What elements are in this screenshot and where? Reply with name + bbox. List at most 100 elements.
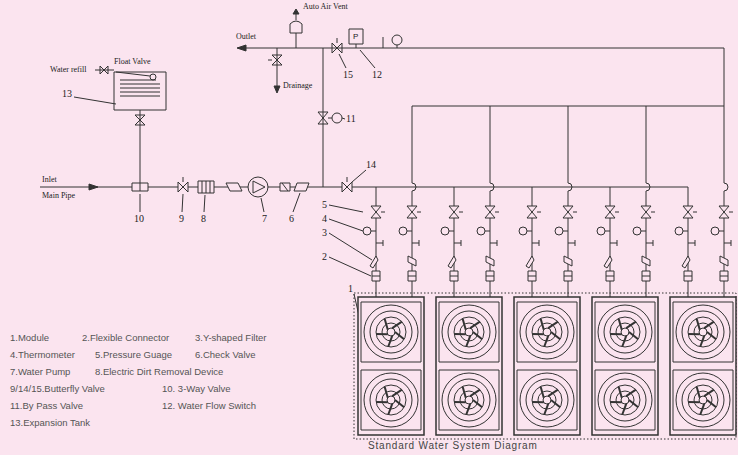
legend-item: 9/14/15.Butterfly Valve: [10, 384, 105, 394]
callout-number: 9: [179, 214, 184, 224]
connector-mark: [606, 276, 614, 277]
gauge-stub: [605, 231, 610, 232]
fan-blade: [376, 333, 388, 335]
fan-grille: [682, 311, 724, 353]
module-housing: [358, 297, 424, 435]
butterfly-valve: [178, 182, 188, 192]
fan-grille: [370, 379, 412, 421]
connector-mark: [528, 276, 536, 277]
flexible-connector: [720, 271, 728, 281]
gauge-stub: [719, 231, 724, 232]
valve-handle: [347, 177, 348, 182]
legend-item: 7.Water Pump: [10, 367, 70, 377]
fan-blade: [700, 404, 704, 415]
three-way-valve: [132, 183, 148, 191]
callout-number: 12: [372, 70, 382, 80]
leader-line: [342, 118, 345, 119]
fan-grille: [520, 305, 574, 359]
fan-blade: [454, 333, 466, 335]
pressure-gauge: [597, 227, 605, 235]
fan-grille: [448, 379, 490, 421]
connector-mark: [642, 276, 650, 277]
valve-handle: [495, 212, 499, 213]
vent-arrowhead: [293, 9, 299, 14]
fan-frame: [361, 302, 421, 362]
leader-line: [261, 198, 264, 212]
tank-valve: [135, 115, 145, 125]
legend-item: 11.By Pass Valve: [10, 401, 83, 411]
fan-blade: [463, 318, 466, 329]
thermometer: [383, 240, 384, 246]
fan-blade: [463, 386, 466, 397]
fan-blade: [395, 332, 404, 339]
callout-number: 7: [262, 214, 267, 224]
thermometer: [532, 243, 539, 244]
fan-frame: [673, 302, 733, 362]
fan-blade: [626, 390, 636, 396]
module-housing: [436, 297, 502, 435]
gauge-stub: [485, 231, 490, 232]
switch-stub: [356, 44, 357, 48]
legend-item: 6.Check Valve: [195, 350, 256, 360]
device-bar: [210, 181, 211, 193]
fan-blade: [548, 390, 558, 396]
fan-blade: [622, 336, 626, 347]
pressure-gauge: [399, 227, 407, 235]
flexible-connector: [372, 271, 380, 281]
butterfly-valve: [407, 206, 417, 218]
check-valve: [642, 256, 650, 266]
legend-item: 10. 3-Way Valve: [162, 384, 231, 394]
callout-number: 10: [134, 214, 144, 224]
butterfly-valve: [485, 206, 495, 218]
tank-level: [120, 88, 160, 89]
inlet-arrow: [89, 184, 98, 190]
leader-line: [293, 193, 300, 212]
valve-handle: [651, 212, 655, 213]
outlet-arrow: [237, 45, 246, 51]
legend-item: 8.Electric Dirt Removal Device: [95, 367, 223, 377]
fan-frame: [361, 370, 421, 430]
outlet-riser: [724, 48, 725, 106]
fan-grille: [526, 311, 568, 353]
thermometer: [688, 243, 695, 244]
callout-number: 4: [322, 214, 327, 224]
fan-blade: [470, 390, 480, 396]
dirt-removal-device: [198, 181, 214, 193]
float-ball: [150, 74, 156, 80]
flexible-connector: [642, 271, 650, 281]
fan-blade: [619, 386, 622, 397]
drain-arrow: [274, 86, 280, 93]
callout-number: 6: [289, 214, 294, 224]
flexible-connector: [528, 271, 536, 281]
fan-frame: [439, 370, 499, 430]
gauge-stub: [527, 231, 532, 232]
fan-blade: [622, 404, 626, 415]
fan-blade: [392, 390, 402, 396]
connector-mark: [564, 276, 572, 277]
fan-blade: [551, 400, 560, 407]
fan-grille: [364, 373, 418, 427]
fan-grille: [442, 373, 496, 427]
y-filter: [604, 256, 612, 268]
check-valve: [720, 256, 728, 266]
fan-blade: [629, 332, 638, 339]
thermometer: [731, 240, 732, 246]
fan-blade: [544, 336, 548, 347]
fan-blade: [551, 332, 560, 339]
fan-blade: [548, 322, 558, 328]
valve-handle: [615, 212, 619, 213]
valve-handle: [729, 212, 733, 213]
flexible-connector: [450, 271, 458, 281]
outlet-pipe: [238, 48, 724, 49]
fan-grille: [448, 311, 490, 353]
valve-handle: [381, 212, 385, 213]
fan-frame: [595, 302, 655, 362]
fan-blade: [629, 400, 638, 407]
fan-grille: [376, 385, 406, 415]
leader-line: [352, 170, 366, 182]
leader-line: [339, 54, 346, 68]
gauge-stub: [449, 231, 454, 232]
flexible-connector: [564, 271, 572, 281]
fan-blade: [376, 401, 388, 403]
